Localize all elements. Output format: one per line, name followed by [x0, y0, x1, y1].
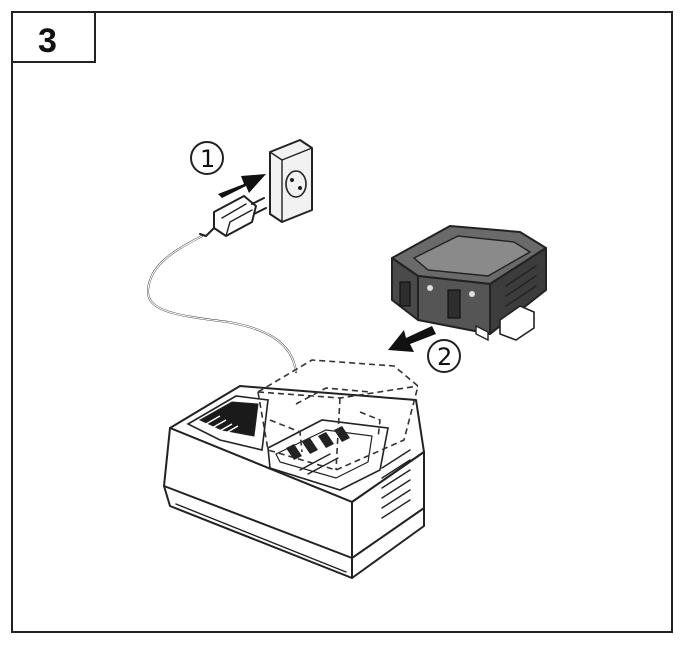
diagram-frame [11, 11, 673, 633]
step-number: 3 [38, 22, 57, 60]
battery-pack [391, 225, 547, 342]
wall-outlet [269, 139, 313, 223]
callout-insert-battery: 2 [427, 339, 461, 373]
plug-in-arrow [218, 174, 266, 198]
power-cord [146, 235, 297, 373]
power-plug [199, 195, 267, 237]
battery-position-outline [257, 359, 419, 471]
charger-base [163, 385, 425, 579]
callout-plug-in-label: 1 [200, 145, 215, 173]
callout-plug-in: 1 [190, 141, 224, 175]
insert-battery-arrow [388, 326, 436, 352]
callout-insert-battery-label: 2 [437, 343, 452, 371]
